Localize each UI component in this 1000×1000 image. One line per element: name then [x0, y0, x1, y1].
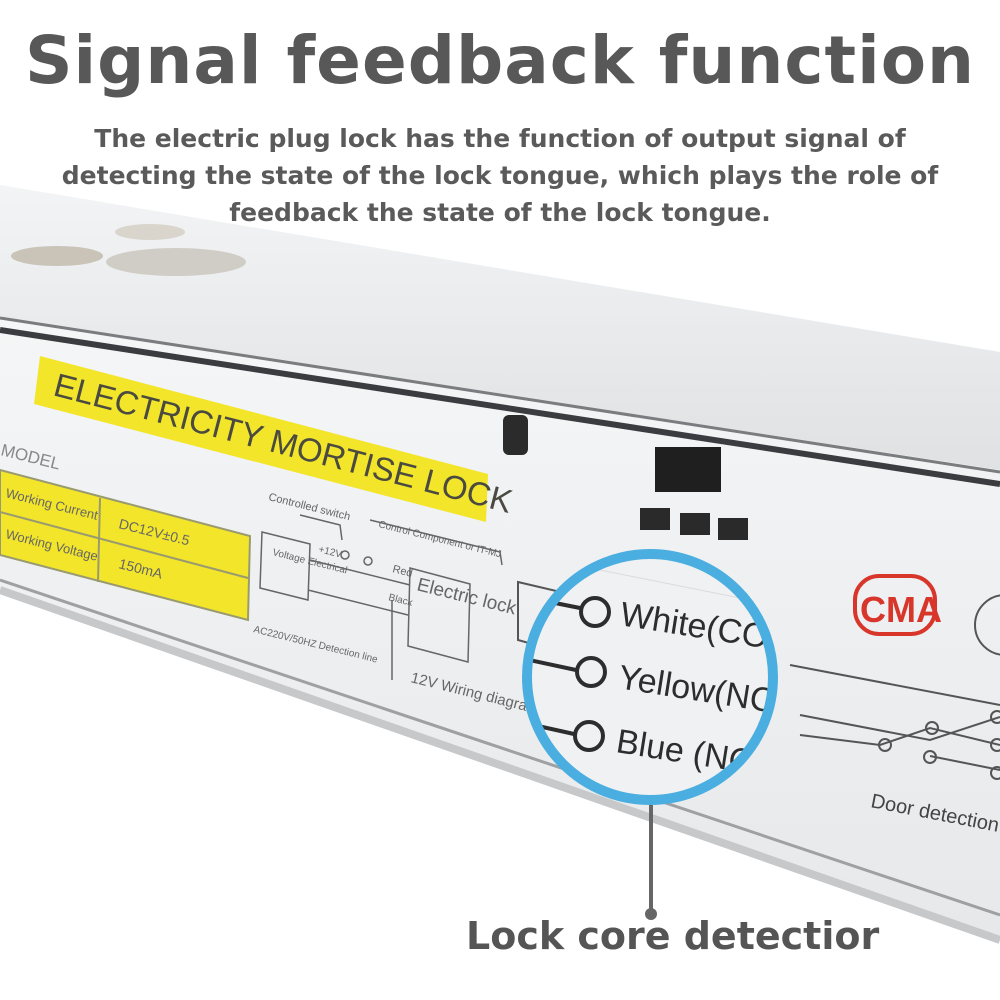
- right-schematic: [789, 594, 1000, 780]
- label-banner: [34, 356, 488, 522]
- lock-front-face: [0, 318, 1000, 940]
- diagram-lines: [259, 514, 503, 680]
- svg-text:Red: Red: [391, 563, 413, 580]
- page-title: Signal feedback function: [24, 22, 976, 99]
- slot: [640, 508, 670, 530]
- callout-caption: Lock core detectior: [466, 914, 880, 958]
- subtitle-line: The electric plug lock has the function …: [94, 124, 906, 153]
- cma-text: CMA: [860, 589, 942, 630]
- lens-ring: [522, 549, 778, 805]
- slot: [503, 415, 528, 455]
- screw-hole: [11, 246, 103, 266]
- cma-mark: CMA: [853, 574, 942, 636]
- subtitle-line: detecting the state of the lock tongue, …: [61, 161, 939, 190]
- lock-top-surface: [0, 185, 1000, 470]
- slot: [655, 447, 721, 492]
- callout-dot: [645, 908, 657, 920]
- subtitle-line: feedback the state of the lock tongue.: [229, 198, 771, 227]
- subtitle: The electric plug lock has the function …: [60, 120, 940, 231]
- screw-hole: [106, 248, 246, 276]
- magnifier-lens: White(COM) Yellow(NC) Blue (NO): [522, 549, 778, 805]
- screw-hole: [115, 224, 185, 240]
- slot: [718, 518, 748, 540]
- slot: [680, 513, 710, 535]
